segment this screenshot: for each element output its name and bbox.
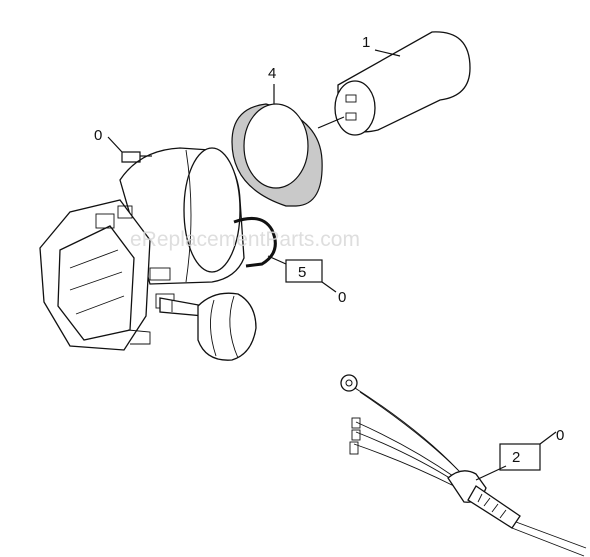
callout-label-0-mid: 0 xyxy=(338,289,346,306)
callout-label-4: 4 xyxy=(268,65,276,82)
watermark-text: eReplacementParts.com xyxy=(130,228,360,251)
motor-assembly xyxy=(39,147,287,361)
callout-label-1: 1 xyxy=(362,34,370,51)
callout-label-0-top: 0 xyxy=(94,127,102,144)
callout-label-2: 2 xyxy=(512,449,520,466)
ring-band-part-4 xyxy=(231,84,323,207)
wire-harness-part-2 xyxy=(340,374,587,557)
callout-5-box xyxy=(285,259,337,293)
callout-label-0-low: 0 xyxy=(556,427,564,444)
callout-0-top xyxy=(107,136,152,163)
capacitor-part-1 xyxy=(317,31,471,136)
callout-2-box xyxy=(499,431,557,471)
callout-label-5: 5 xyxy=(298,264,306,281)
